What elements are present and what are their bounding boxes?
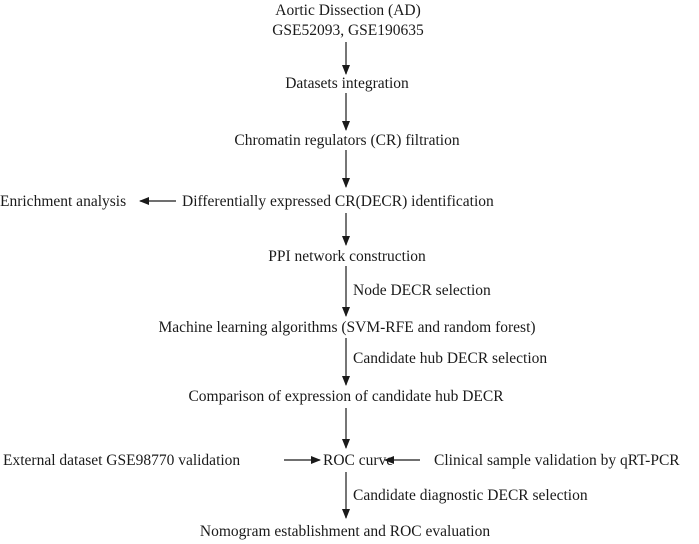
step-datasets-integration: Datasets integration [285, 75, 409, 92]
step-clinical-validation: Clinical sample validation by qRT-PCR [434, 452, 680, 469]
step-comparison-expression: Comparison of expression of candidate hu… [188, 388, 504, 405]
step-roc-curve: ROC curve [323, 452, 394, 469]
step-enrichment-analysis: Enrichment analysis [0, 193, 127, 210]
step-cr-filtration: Chromatin regulators (CR) filtration [234, 132, 460, 149]
label-candidate-diagnostic-selection: Candidate diagnostic DECR selection [353, 487, 588, 504]
step-external-validation: External dataset GSE98770 validation [3, 452, 241, 469]
step-nomogram-roc: Nomogram establishment and ROC evaluatio… [199, 523, 491, 540]
title-line-2: GSE52093, GSE190635 [272, 22, 424, 39]
label-node-decr-selection: Node DECR selection [353, 282, 491, 299]
step-decr-identification: Differentially expressed CR(DECR) identi… [182, 193, 494, 210]
label-candidate-hub-selection: Candidate hub DECR selection [353, 350, 548, 367]
title-line-1: Aortic Dissection (AD) [275, 2, 421, 19]
step-ppi-network: PPI network construction [268, 248, 426, 265]
step-machine-learning: Machine learning algorithms (SVM-RFE and… [158, 319, 536, 336]
